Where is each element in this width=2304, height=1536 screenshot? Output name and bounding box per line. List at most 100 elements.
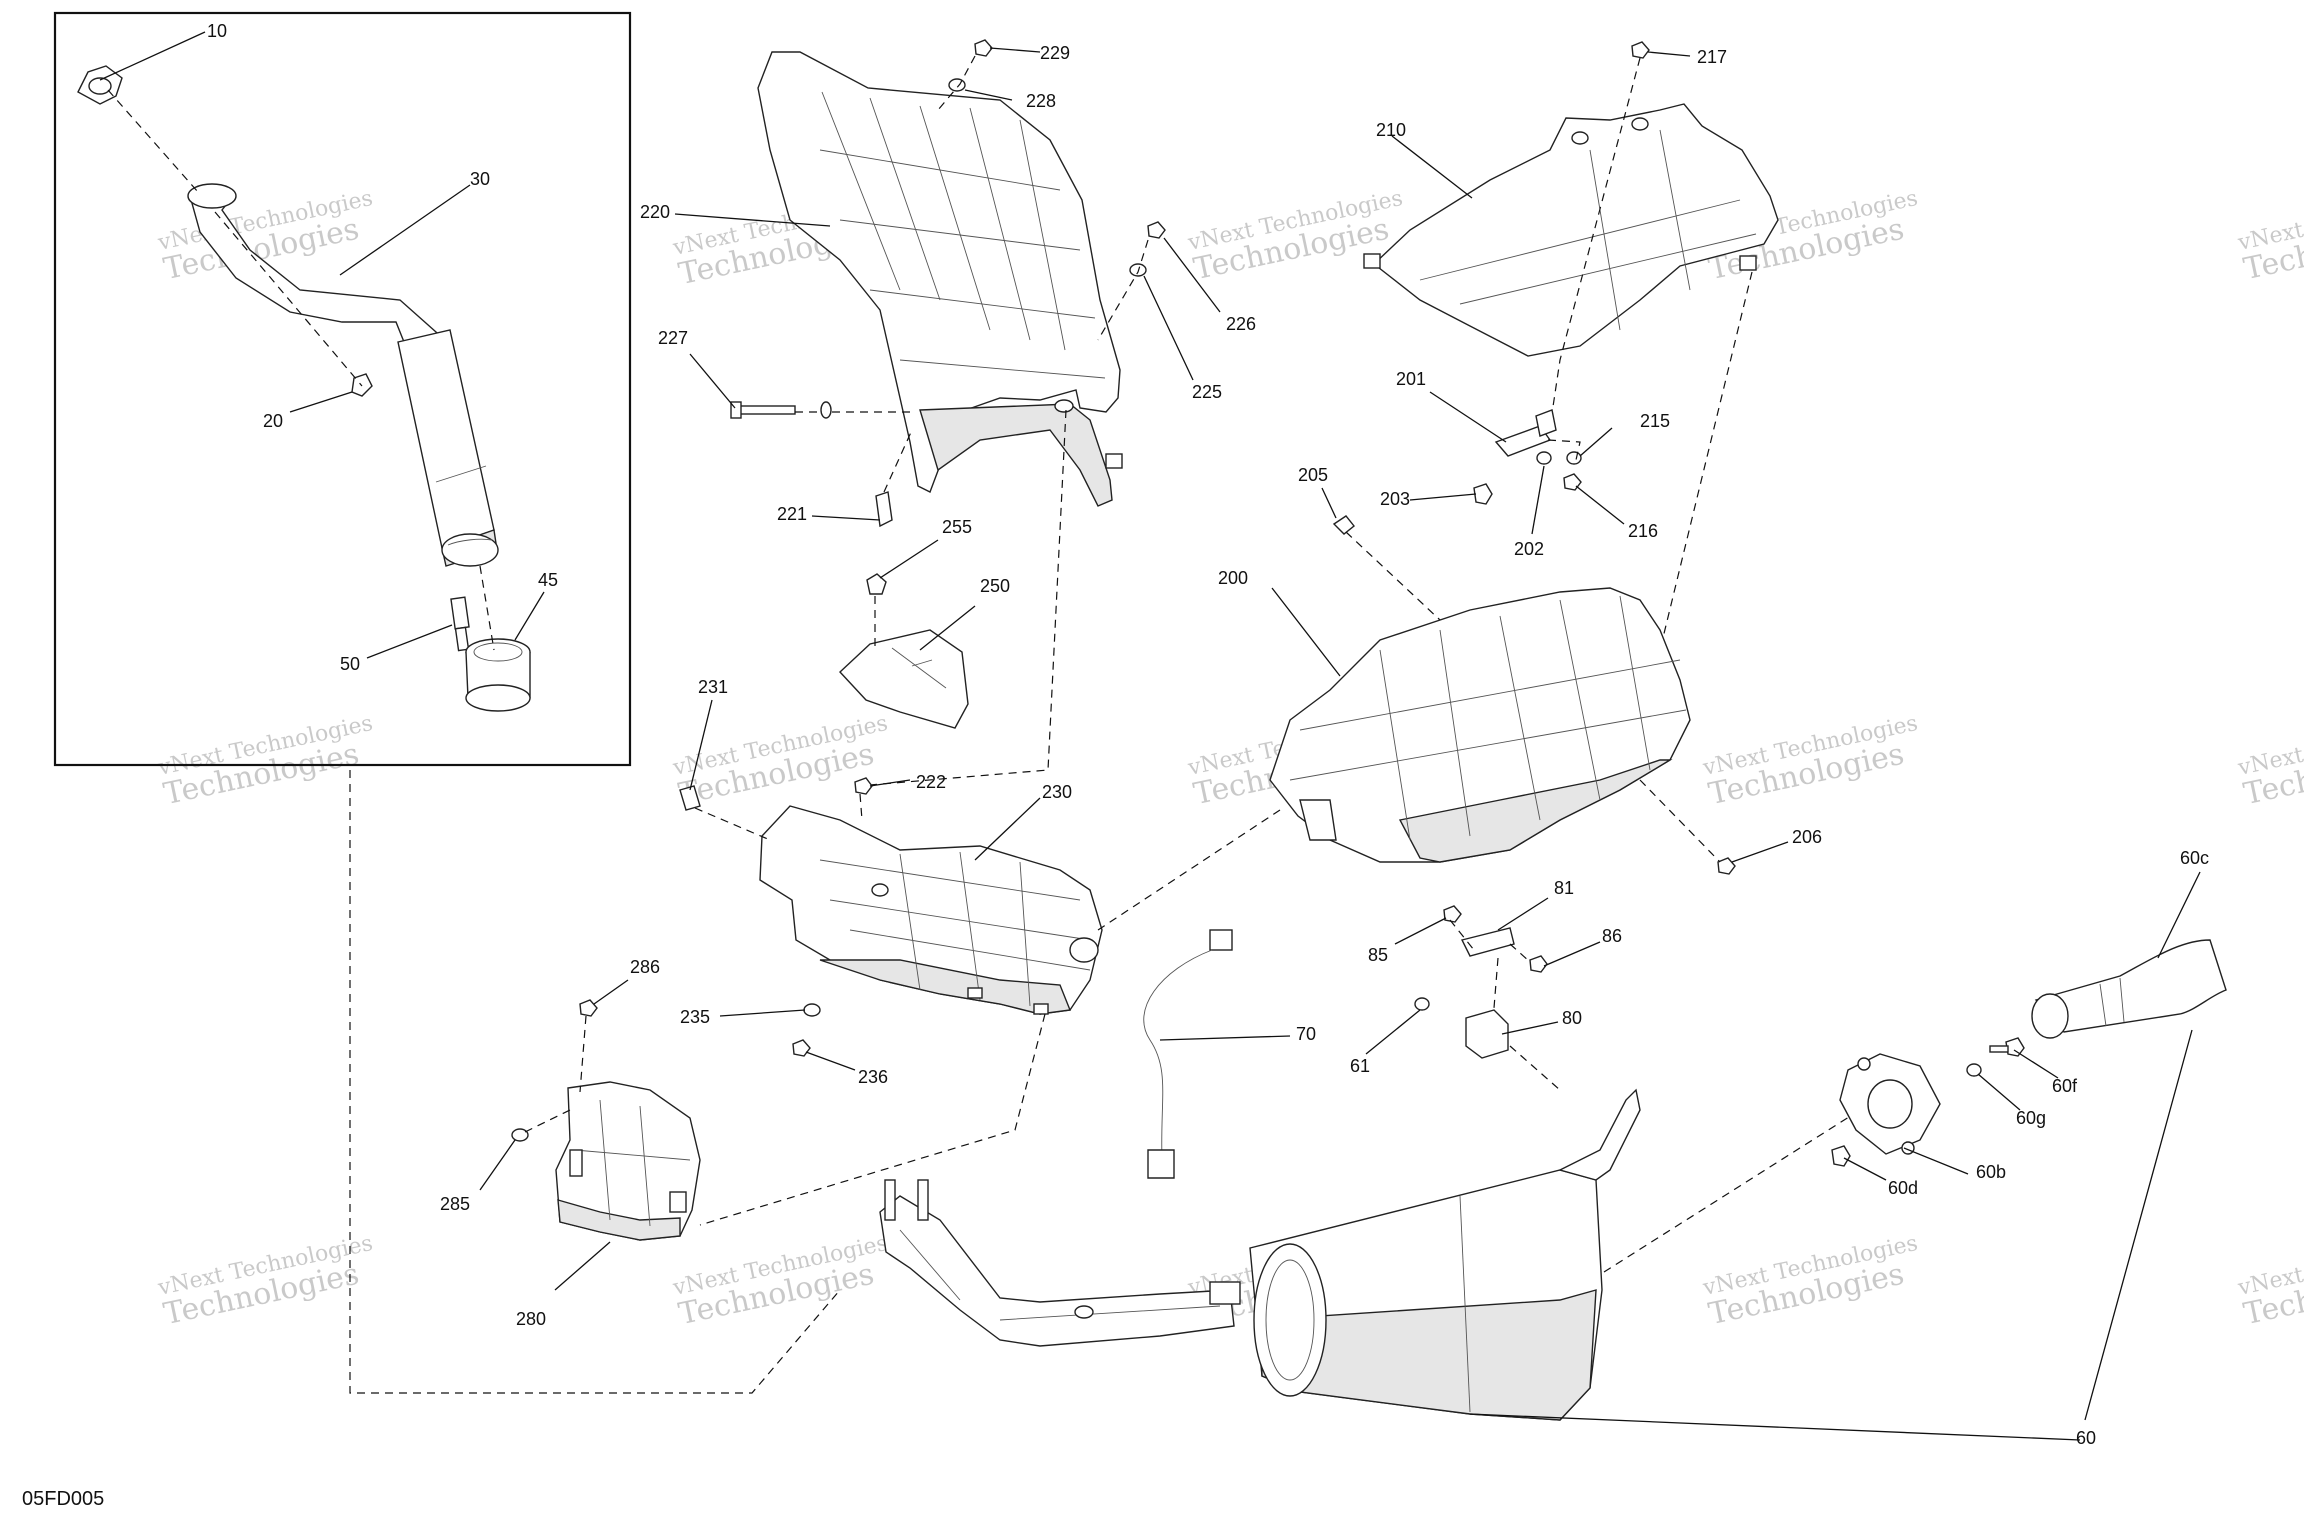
part-286-screw[interactable] [579, 999, 598, 1017]
callout-225: 225 [1192, 382, 1222, 402]
leader-line [2157, 871, 2201, 959]
callout-285: 285 [440, 1194, 470, 1214]
callout-220: 220 [640, 202, 670, 222]
part-229-screw[interactable] [974, 39, 993, 57]
part-60b-flange[interactable] [1839, 1053, 1941, 1155]
part-236-screw[interactable] [792, 1039, 811, 1057]
assembly-line [937, 55, 976, 111]
leader-line [805, 1051, 856, 1071]
part-10-gasket[interactable] [77, 65, 123, 105]
part-50-sensor[interactable] [450, 596, 470, 652]
callout-10: 10 [207, 21, 227, 41]
callout-210: 210 [1376, 120, 1406, 140]
leader-line [1429, 391, 1507, 443]
leader-line [1409, 493, 1477, 501]
part-85-screw[interactable] [1443, 905, 1462, 923]
callout-70: 70 [1296, 1024, 1316, 1044]
part-203-nut[interactable] [1473, 483, 1493, 505]
part-222-nut[interactable] [854, 777, 873, 795]
leader-line [879, 539, 939, 579]
part-221-clip[interactable] [875, 491, 893, 528]
part-202-washer[interactable] [1536, 451, 1552, 465]
callout-60: 60 [2076, 1428, 2096, 1448]
callout-20: 20 [263, 411, 283, 431]
leader-line [1531, 465, 1545, 535]
callout-255: 255 [942, 517, 972, 537]
callout-228: 228 [1026, 91, 1056, 111]
part-61-clip[interactable] [1414, 997, 1430, 1011]
callout-50: 50 [340, 654, 360, 674]
part-20-nut[interactable] [351, 373, 373, 397]
callout-230: 230 [1042, 782, 1072, 802]
callout-217: 217 [1697, 47, 1727, 67]
leader-line [1903, 1147, 1969, 1175]
part-230-heat-shield[interactable] [759, 805, 1103, 1015]
part-86-nut[interactable] [1529, 955, 1548, 973]
assembly-line [869, 409, 1067, 786]
part-80-rubber-mount[interactable] [1465, 1009, 1509, 1059]
part-255-screw[interactable] [866, 573, 887, 595]
assembly-line [883, 429, 913, 493]
part-200-catalytic-converter[interactable] [1269, 587, 1691, 863]
assembly-line [1493, 957, 1499, 1009]
part-280-heat-shield[interactable] [555, 1081, 701, 1241]
leader-line [974, 797, 1041, 861]
callout-45: 45 [538, 570, 558, 590]
callout-80: 80 [1562, 1008, 1582, 1028]
leader-line [479, 1139, 516, 1191]
part-45-clamp-ring[interactable] [465, 638, 531, 712]
part-205-grommet[interactable] [1332, 515, 1355, 535]
leader-line [366, 624, 453, 659]
part-81-bracket[interactable] [1460, 927, 1515, 957]
assembly-line [107, 89, 199, 193]
assembly-line [1449, 919, 1531, 963]
part-60c-tailpipe[interactable] [2031, 939, 2227, 1039]
leader-line [339, 184, 471, 276]
callout-222: 222 [916, 772, 946, 792]
part-220-heat-shield[interactable] [757, 51, 1123, 507]
part-60d-nut[interactable] [1831, 1145, 1851, 1167]
part-210-heat-shield[interactable] [1363, 103, 1779, 357]
part-227-bolt[interactable] [730, 401, 796, 419]
assembly-line [1345, 531, 1441, 621]
leader-line [1321, 487, 1337, 519]
assembly-line [349, 770, 841, 1394]
leader-line [1977, 1073, 2021, 1111]
part-70-oxygen-sensor[interactable] [1143, 929, 1233, 1179]
inset-frame [53, 11, 632, 767]
part-217-screw[interactable] [1631, 41, 1650, 59]
callout-86: 86 [1602, 926, 1622, 946]
assembly-line [1547, 439, 1581, 461]
leader-line [1543, 941, 1601, 967]
leader-line [1365, 1009, 1421, 1055]
part-235-washer[interactable] [803, 1003, 821, 1017]
part-60f-bolt[interactable] [1989, 1037, 2025, 1057]
leader-line [2084, 1029, 2193, 1421]
leader-line [1575, 485, 1625, 525]
part-60-muffler-assembly[interactable] [879, 1088, 1641, 1421]
part-227-washer[interactable] [820, 401, 832, 419]
callout-280: 280 [516, 1309, 546, 1329]
part-60g-washer[interactable] [1966, 1063, 1982, 1077]
part-228-washer[interactable] [948, 78, 966, 92]
callout-81: 81 [1554, 878, 1574, 898]
part-285-washer[interactable] [511, 1128, 529, 1142]
part-250-bracket[interactable] [839, 629, 969, 729]
leader-line [1579, 427, 1613, 457]
leader-line [1163, 237, 1221, 313]
leader-line [1394, 917, 1447, 945]
callout-235: 235 [680, 1007, 710, 1027]
part-206-screw[interactable] [1717, 857, 1736, 875]
assembly-line [694, 793, 863, 841]
callout-30: 30 [470, 169, 490, 189]
callout-215: 215 [1640, 411, 1670, 431]
part-215-washer[interactable] [1566, 451, 1582, 465]
part-30-front-pipe[interactable] [187, 183, 499, 567]
part-231-clip[interactable] [679, 785, 701, 811]
leader-line [1271, 587, 1341, 677]
part-226-screw[interactable] [1147, 221, 1166, 239]
callout-205: 205 [1298, 465, 1328, 485]
leader-line [1497, 897, 1549, 931]
part-201-bracket[interactable] [1494, 409, 1557, 457]
leader-line [554, 1241, 611, 1291]
